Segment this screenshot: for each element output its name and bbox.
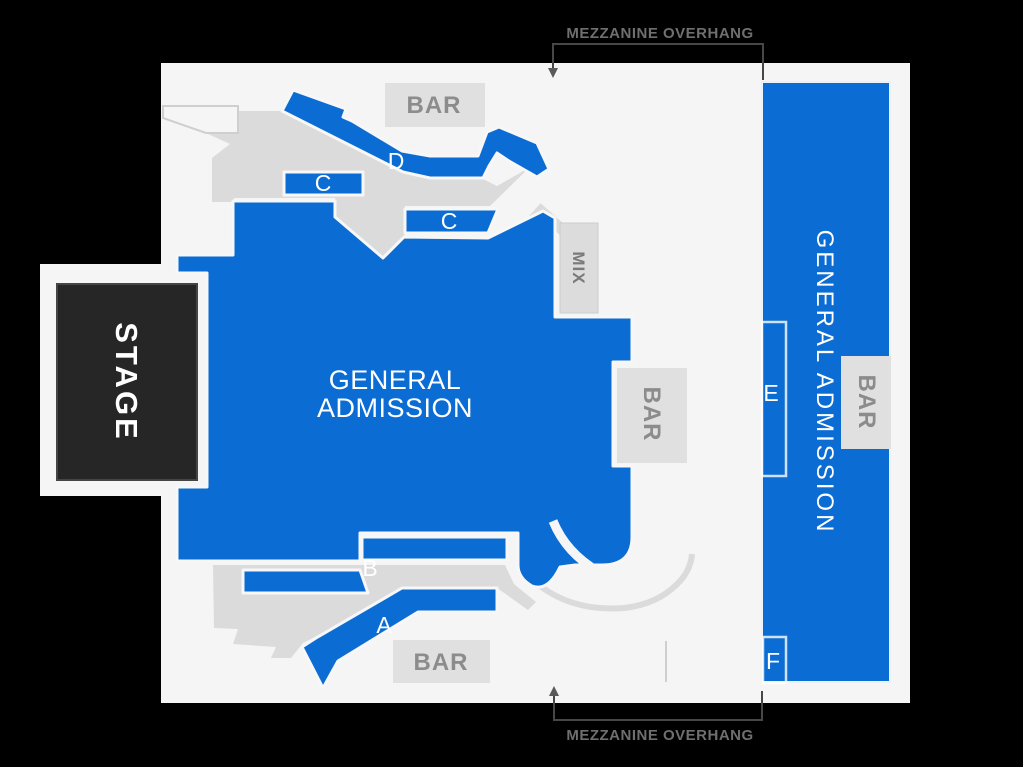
mezzanine-tab-outline [162, 105, 239, 134]
section-e-bracket[interactable] [760, 320, 788, 478]
bar-top-label: BAR [407, 92, 462, 119]
section-b-label: B [362, 555, 377, 581]
section-f-label: F [766, 648, 780, 674]
stage-label: STAGE [109, 322, 144, 442]
walkway-cut [548, 519, 602, 576]
section-b[interactable] [360, 535, 509, 562]
overhang-bracket-top [552, 43, 764, 80]
section-c-upper-label: C [315, 170, 332, 196]
section-c-upper[interactable] [282, 170, 365, 197]
section-bar-lower-left[interactable] [241, 568, 370, 595]
section-c-lower-label: C [441, 208, 458, 234]
bar-top [385, 83, 485, 127]
section-d-label: D [388, 148, 405, 174]
overhang-label-bottom: MEZZANINE OVERHANG [566, 727, 753, 744]
mezzanine-top-band [206, 111, 533, 258]
section-f-bracket[interactable] [761, 635, 788, 685]
overhang-arrow-top-icon [548, 68, 558, 78]
section-a[interactable] [300, 586, 499, 690]
section-general-admission-floor[interactable] [175, 199, 634, 589]
section-e-label: E [763, 380, 778, 406]
section-c-lower[interactable] [403, 207, 500, 235]
bar-middle-right [617, 368, 687, 463]
overhang-label-top: MEZZANINE OVERHANG [566, 25, 753, 42]
bar-bottom [393, 640, 490, 683]
section-a-label: A [376, 612, 392, 638]
bar-bottom-label: BAR [414, 649, 469, 676]
walkway-slit [226, 240, 232, 253]
bar-far-right-label: BAR [853, 375, 880, 430]
mix-booth [559, 222, 599, 314]
curved-walkway-outer [538, 553, 695, 612]
bar-middle-right-label: BAR [638, 387, 665, 442]
right-ga-label: GENERAL ADMISSION [811, 230, 838, 535]
section-d[interactable] [280, 88, 551, 180]
overhang-arrow-bottom-icon [549, 686, 559, 696]
floor-ga-label-line1: GENERAL [329, 365, 462, 395]
overhang-bracket-bottom [553, 691, 763, 721]
bar-far-right [841, 356, 891, 449]
mix-label: MIX [569, 251, 588, 284]
floor-ga-label-line2: ADMISSION [317, 393, 473, 423]
stage-box [56, 283, 198, 481]
